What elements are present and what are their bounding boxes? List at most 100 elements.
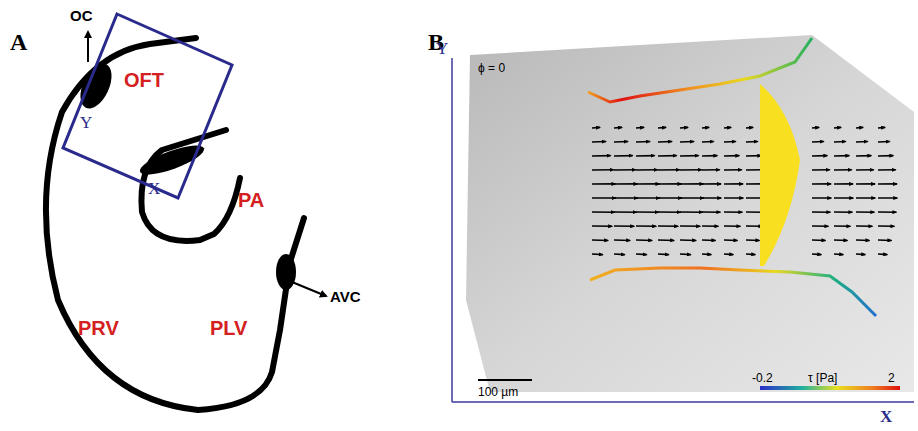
velocity-arrow <box>614 155 633 157</box>
velocity-arrow <box>658 141 672 143</box>
velocity-arrow <box>724 141 736 143</box>
velocity-arrow <box>680 127 688 129</box>
velocity-arrow <box>636 155 655 157</box>
axis-label: Y <box>436 40 448 57</box>
velocity-arrow <box>724 197 743 199</box>
velocity-arrow <box>636 211 659 213</box>
velocity-arrow <box>724 155 739 157</box>
micrograph <box>466 35 914 392</box>
velocity-arrow <box>614 169 636 171</box>
velocity-arrow <box>812 225 828 227</box>
velocity-arrow <box>834 169 852 171</box>
velocity-arrow <box>636 141 650 143</box>
velocity-arrow <box>658 169 680 171</box>
velocity-arrow <box>680 197 704 199</box>
velocity-arrow <box>592 211 615 213</box>
velocity-arrow <box>680 211 703 213</box>
wall-top <box>588 38 812 102</box>
velocity-arrow <box>746 141 758 143</box>
velocity-arrow <box>856 225 872 227</box>
panel-letter: A <box>10 30 27 54</box>
velocity-arrow <box>614 253 625 255</box>
velocity-arrow <box>592 225 612 227</box>
velocity-arrow <box>702 211 720 213</box>
part-label: PRV <box>78 318 119 338</box>
velocity-arrow <box>856 127 863 129</box>
velocity-arrow <box>834 197 853 199</box>
velocity-arrow <box>812 239 825 241</box>
velocity-arrow <box>614 127 622 129</box>
velocity-arrow <box>878 141 890 143</box>
part-label: PA <box>238 190 264 210</box>
velocity-arrow <box>856 169 874 171</box>
oc-arrow <box>87 32 89 62</box>
velocity-arrow <box>834 183 853 185</box>
region-box <box>63 14 232 198</box>
velocity-arrow <box>834 155 849 157</box>
colorbar-tick: 2 <box>888 372 895 384</box>
velocity-arrow <box>702 127 709 129</box>
velocity-arrow <box>702 169 720 171</box>
velocity-arrow <box>680 155 699 157</box>
velocity-arrow <box>702 197 721 199</box>
velocity-arrow <box>658 183 681 185</box>
part-label: AVC <box>330 289 361 304</box>
velocity-arrow <box>746 225 762 227</box>
velocity-vectors <box>592 127 897 254</box>
scale-label: 100 µm <box>478 386 518 398</box>
velocity-arrow <box>834 127 841 129</box>
velocity-arrow <box>658 211 681 213</box>
color-bar <box>760 386 900 390</box>
velocity-arrow <box>658 225 678 227</box>
velocity-arrow <box>812 211 830 213</box>
velocity-arrow <box>856 155 871 157</box>
velocity-arrow <box>856 239 869 241</box>
velocity-arrow <box>614 225 634 227</box>
velocity-arrow <box>680 253 691 255</box>
velocity-arrow <box>658 197 682 199</box>
velocity-arrow <box>724 239 737 241</box>
velocity-arrow <box>592 155 611 157</box>
velocity-arrow <box>812 183 831 185</box>
velocity-arrow <box>812 253 821 255</box>
velocity-arrow <box>812 197 831 199</box>
velocity-arrow <box>746 127 753 129</box>
velocity-arrow <box>680 141 694 143</box>
velocity-arrow <box>614 239 630 241</box>
velocity-arrow <box>592 253 603 255</box>
velocity-arrow <box>592 183 615 185</box>
velocity-arrow <box>702 239 715 241</box>
axis-x <box>452 401 914 403</box>
axis-label: X <box>880 408 892 425</box>
velocity-arrow <box>878 197 897 199</box>
velocity-arrow <box>658 155 677 157</box>
velocity-arrow <box>746 253 755 255</box>
velocity-arrow <box>724 211 742 213</box>
axis-y <box>451 58 453 402</box>
velocity-arrow <box>614 197 638 199</box>
velocity-arrow <box>614 183 637 185</box>
velocity-arrow <box>592 169 614 171</box>
velocity-arrow <box>592 239 608 241</box>
wall-bottom <box>590 268 876 316</box>
velocity-arrow <box>658 127 666 129</box>
velocity-arrow <box>878 239 891 241</box>
velocity-arrow <box>592 197 616 199</box>
velocity-arrow <box>878 225 894 227</box>
velocity-arrow <box>592 127 600 129</box>
velocity-arrow <box>724 127 731 129</box>
velocity-arrow <box>724 253 733 255</box>
velocity-profile <box>760 84 800 266</box>
velocity-arrow <box>614 211 637 213</box>
velocity-arrow <box>680 239 696 241</box>
velocity-arrow <box>636 225 656 227</box>
velocity-arrow <box>680 225 700 227</box>
velocity-arrow <box>636 183 659 185</box>
velocity-arrow <box>856 253 865 255</box>
velocity-arrow <box>592 141 606 143</box>
velocity-arrow <box>702 253 711 255</box>
phase-label: ϕ = 0 <box>478 62 505 74</box>
velocity-arrow <box>636 127 644 129</box>
velocity-arrow <box>636 253 647 255</box>
